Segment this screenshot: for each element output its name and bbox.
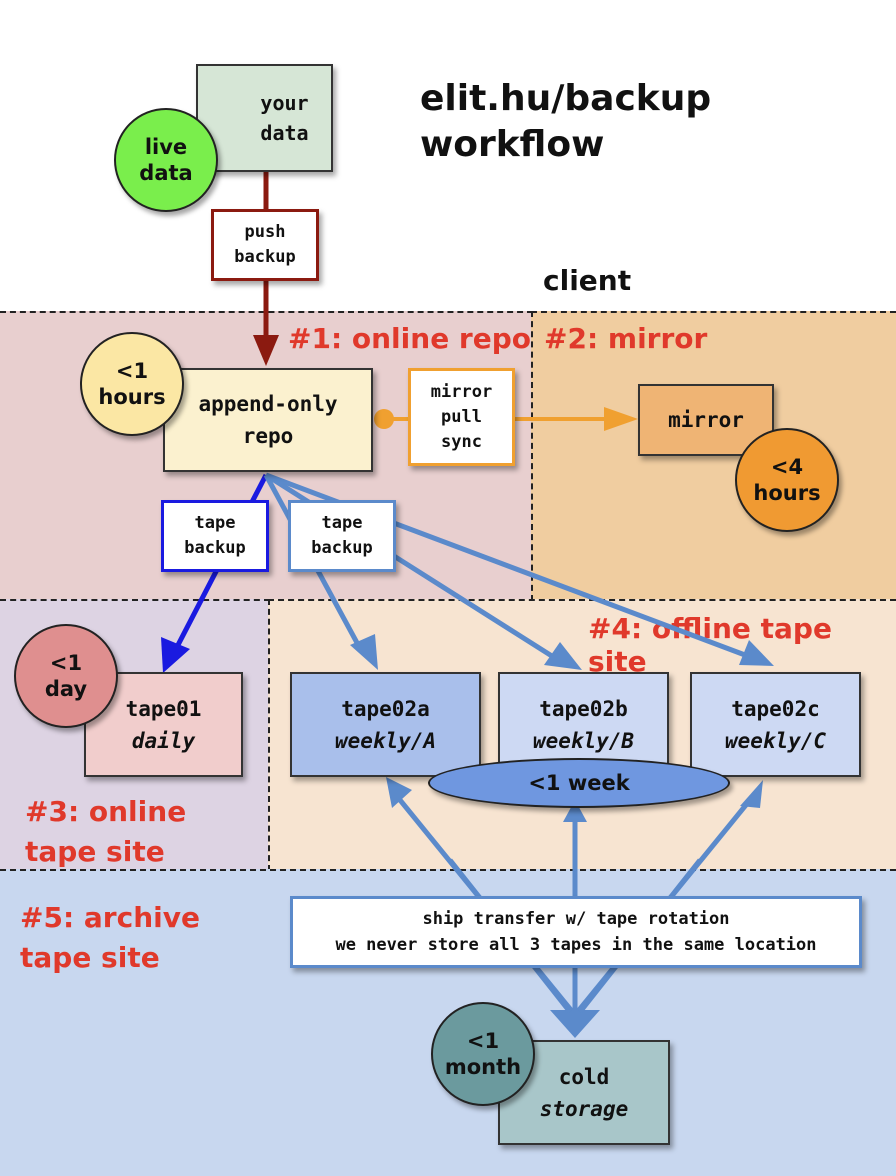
title-line-2: workflow <box>420 124 605 165</box>
tape-backup-box-2: tape backup <box>288 500 396 572</box>
mirror-sync-line-1: mirror <box>430 381 493 402</box>
ship-transfer-box: ship transfer w/ tape rotation we never … <box>290 896 862 968</box>
week-ellipse: <1 week <box>428 758 730 808</box>
tape01-time-line-2: day <box>44 677 88 701</box>
ship-arrow-b-head <box>563 800 587 822</box>
client-label: client <box>543 264 632 297</box>
tape02b-line-2: weekly/B <box>532 728 635 753</box>
push-backup-box: push backup <box>211 209 319 281</box>
repo-box: append-only repo <box>163 368 373 472</box>
cold-line-1: cold <box>558 1064 610 1089</box>
weekly-arrow-b-head <box>544 642 582 670</box>
mirror-time-circle: <4 hours <box>735 428 839 532</box>
tape-backup-1-line-2: backup <box>184 538 246 558</box>
tape02b-line-1: tape02b <box>539 696 628 721</box>
zone-label-online-repo: #1: online repo <box>288 322 532 355</box>
tape02c-line-2: weekly/C <box>724 728 827 753</box>
zone-label-online-tape-line-2: tape site <box>25 835 165 868</box>
page-title: elit.hu/backup workflow <box>420 76 711 168</box>
mirror-sync-box: mirror pull sync <box>408 368 515 466</box>
repo-time-line-1: <1 <box>115 359 149 383</box>
your-data-line-1: your <box>260 91 309 115</box>
live-data-line-2: data <box>139 161 193 185</box>
repo-line-1: append-only <box>198 392 338 416</box>
cold-storage-arrow-head <box>550 1010 600 1038</box>
live-data-line-1: live <box>144 135 188 159</box>
ship-line-2: we never store all 3 tapes in the same l… <box>335 935 817 955</box>
cold-time-circle: <1 month <box>431 1002 535 1106</box>
mirror-zone <box>531 311 896 601</box>
tape02a-line-1: tape02a <box>341 696 430 721</box>
daily-tape-arrow-head <box>161 637 190 673</box>
live-data-circle: live data <box>114 108 218 212</box>
tape01-time-circle: <1 day <box>14 624 118 728</box>
mirror-time-line-1: <4 <box>770 455 804 479</box>
mirror-arrow-head <box>604 407 638 431</box>
zone-label-mirror: #2: mirror <box>544 322 708 355</box>
tape-backup-2-line-1: tape <box>321 513 363 533</box>
tape-backup-1-line-1: tape <box>194 513 236 533</box>
ship-line-1: ship transfer w/ tape rotation <box>422 909 730 929</box>
cold-time-line-2: month <box>444 1055 522 1079</box>
ship-arrow-a-head <box>386 777 412 808</box>
tape02c-box: tape02c weekly/C <box>690 672 861 777</box>
weekly-arrow-a-head <box>350 634 378 670</box>
zone-label-online-tape-line-1: #3: online <box>25 795 187 828</box>
zone-label-archive: #5: archive tape site <box>20 898 200 978</box>
weekly-arrow-c-head <box>739 640 774 666</box>
tape01-line-2: daily <box>131 728 196 753</box>
ship-arrow-c-head <box>740 780 763 808</box>
zone-label-online-tape: #3: online tape site <box>25 792 186 872</box>
title-line-1: elit.hu/backup <box>420 78 712 119</box>
cold-time-line-1: <1 <box>466 1029 500 1053</box>
tape-backup-2-line-2: backup <box>311 538 373 558</box>
tape-backup-box-1: tape backup <box>161 500 269 572</box>
week-label: <1 week <box>528 771 630 795</box>
zone-label-archive-line-1: #5: archive <box>20 901 200 934</box>
tape02a-line-2: weekly/A <box>334 728 437 753</box>
mirror-sync-line-3: sync <box>441 431 482 452</box>
tape01-time-line-1: <1 <box>49 651 83 675</box>
repo-time-line-2: hours <box>98 385 166 409</box>
zone-label-archive-line-2: tape site <box>20 941 160 974</box>
cold-line-2: storage <box>539 1096 629 1121</box>
repo-time-circle: <1 hours <box>80 332 184 436</box>
mirror-arrow-tail <box>374 409 394 429</box>
repo-line-2: repo <box>242 424 294 448</box>
push-backup-line-1: push <box>244 222 286 242</box>
mirror-label: mirror <box>668 408 744 432</box>
mirror-time-line-2: hours <box>753 481 821 505</box>
push-backup-line-2: backup <box>234 247 296 267</box>
push-arrow-head <box>253 335 279 366</box>
mirror-sync-line-2: pull <box>441 406 482 427</box>
tape02c-line-1: tape02c <box>731 696 820 721</box>
tape01-line-1: tape01 <box>125 696 202 721</box>
your-data-box: your data <box>196 64 333 172</box>
tape02a-box: tape02a weekly/A <box>290 672 481 777</box>
your-data-line-2: data <box>260 121 309 145</box>
